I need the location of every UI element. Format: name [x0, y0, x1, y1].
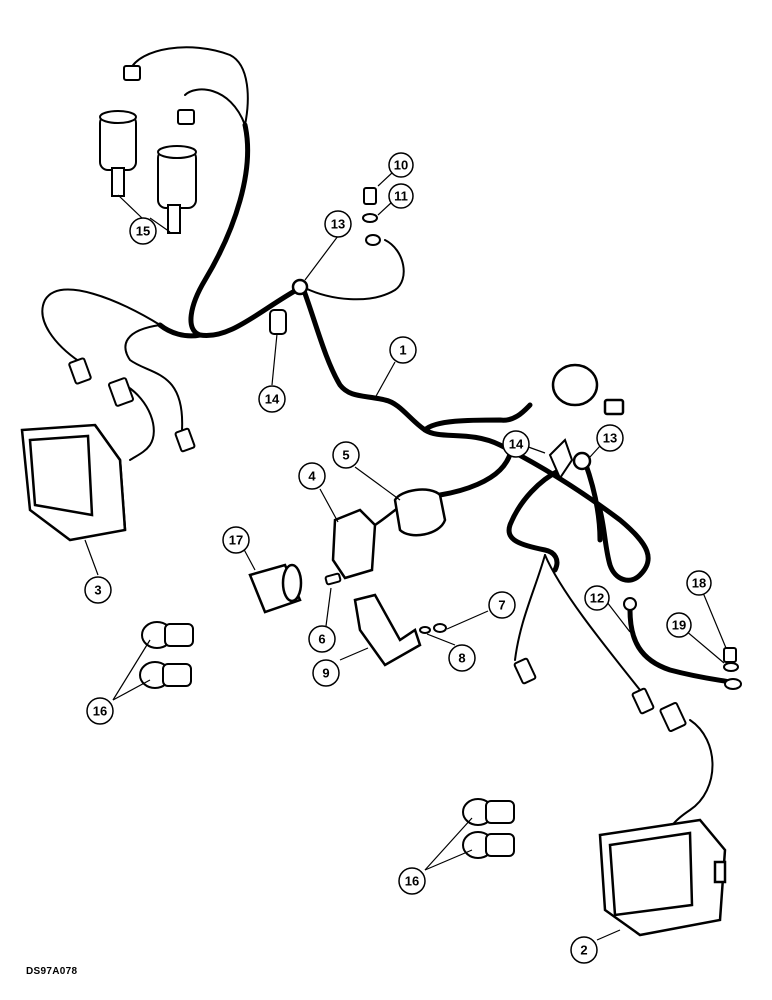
svg-text:3: 3: [94, 583, 101, 598]
callout-3: 3: [84, 576, 112, 604]
callout-14-right: 14: [502, 430, 530, 458]
wire-lower-thin-2: [544, 554, 641, 691]
socket-plug-boot: [393, 488, 447, 537]
svg-text:19: 19: [672, 618, 686, 633]
wire-ground-top: [304, 239, 405, 301]
callout-11: 11: [388, 183, 414, 209]
svg-text:16: 16: [405, 874, 419, 889]
callout-18: 18: [686, 570, 712, 596]
callout-19: 19: [666, 612, 692, 638]
svg-text:15: 15: [136, 224, 150, 239]
callout-1: 1: [389, 336, 417, 364]
bulbs-lower: [462, 798, 515, 859]
washer-pump-right: [157, 109, 197, 234]
svg-text:12: 12: [590, 591, 604, 606]
svg-text:14: 14: [265, 392, 280, 407]
harness-wires: [41, 46, 733, 841]
callout-16-lower: 16: [398, 867, 426, 895]
svg-text:13: 13: [603, 431, 617, 446]
work-lamp-right: [598, 818, 727, 937]
callout-13-top: 13: [324, 210, 352, 238]
callout-16-upper: 16: [86, 697, 114, 725]
svg-text:2: 2: [580, 943, 587, 958]
svg-text:14: 14: [509, 437, 524, 452]
grommet-top: [291, 278, 309, 296]
svg-text:18: 18: [692, 576, 706, 591]
wire-lower-thin-1: [514, 554, 546, 661]
cable-clip-top: [269, 309, 287, 335]
svg-text:9: 9: [322, 666, 329, 681]
svg-text:13: 13: [331, 217, 345, 232]
wire-pump-lead-2: [184, 88, 246, 126]
callout-12: 12: [584, 585, 610, 611]
socket-cap: [248, 563, 303, 614]
wire-main-trunk-lower: [300, 285, 651, 583]
wire-left-thin: [41, 288, 161, 363]
svg-text:10: 10: [394, 158, 408, 173]
callout-4: 4: [298, 462, 326, 490]
callout-13-right: 13: [596, 424, 624, 452]
svg-text:16: 16: [93, 704, 107, 719]
washer-pump-left: [99, 65, 141, 197]
instrument-connector: [551, 363, 625, 416]
wire-pump-loop: [129, 46, 249, 126]
callout-8: 8: [448, 644, 476, 672]
wire-right-down: [582, 459, 603, 543]
wire-right-branch: [506, 467, 563, 573]
drawing-code: DS97A078: [26, 966, 78, 977]
callout-2: 2: [570, 936, 598, 964]
wire-left-branch: [157, 322, 203, 339]
svg-text:11: 11: [394, 189, 408, 204]
cable-clip-right: [548, 438, 574, 481]
callout-6: 6: [308, 625, 336, 653]
svg-text:5: 5: [342, 448, 349, 463]
socket-bracket: [353, 593, 422, 667]
callout-15: 15: [129, 217, 157, 245]
svg-text:1: 1: [399, 343, 406, 358]
wire-main-trunk-upper: [188, 122, 303, 339]
work-lamp-left: [20, 423, 127, 542]
wire-headlamp3-lead: [124, 384, 155, 461]
leader-lines: [84, 171, 727, 941]
callout-9: 9: [312, 659, 340, 687]
wire-ground-lead-12: [627, 607, 733, 685]
callouts: 1 2 3 4 5 6 7 8 9 10 11 12 13 13 14 14 1…: [84, 152, 712, 964]
bulbs-upper: [139, 621, 194, 689]
callout-10: 10: [388, 152, 414, 178]
wire-loop-center: [422, 402, 533, 433]
grommet-right: [572, 451, 592, 471]
callout-5: 5: [332, 441, 360, 469]
svg-text:7: 7: [498, 598, 505, 613]
svg-text:6: 6: [318, 632, 325, 647]
small-connectors: [68, 357, 687, 733]
svg-text:4: 4: [308, 469, 316, 484]
callout-14-top: 14: [258, 385, 286, 413]
wire-left-thin-2: [124, 324, 184, 431]
fasteners: [324, 187, 742, 690]
callout-7: 7: [488, 591, 516, 619]
svg-text:17: 17: [229, 533, 243, 548]
svg-text:8: 8: [458, 651, 465, 666]
callout-17: 17: [222, 526, 250, 554]
